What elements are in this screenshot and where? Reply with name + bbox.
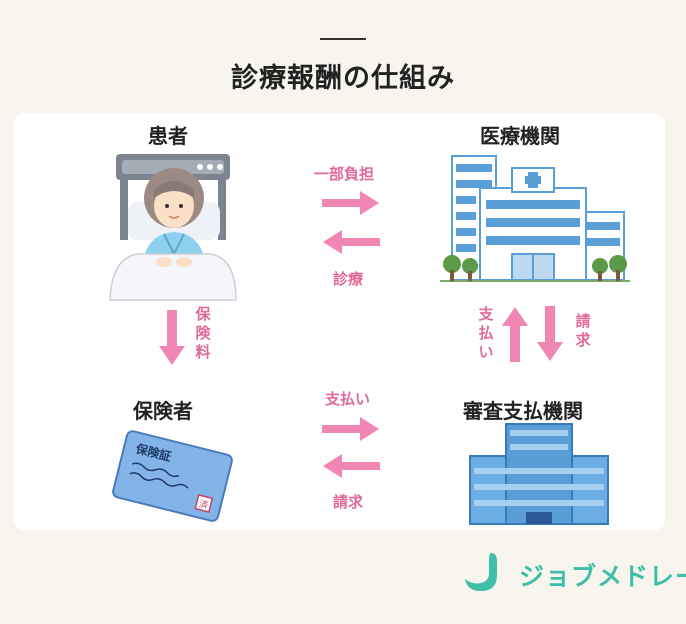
- treatment-arrow-left: [323, 230, 380, 254]
- claim-arrow-down: [537, 306, 563, 361]
- claim-arrow-left: [323, 454, 380, 478]
- claim-bottom-label: 請求: [333, 493, 364, 511]
- job-medley-logo-icon: [465, 553, 497, 591]
- copay-label: 一部負担: [314, 165, 375, 183]
- payment-arrow-up: [502, 307, 528, 362]
- stamp-text: 済: [198, 498, 210, 512]
- premium-label: 保険料: [195, 305, 211, 361]
- payment-arrow-right: [322, 417, 379, 441]
- insurance-card-icon: 保険証 済: [112, 430, 233, 522]
- insurer-label: 保険者: [133, 399, 193, 423]
- title-decoration-line: [320, 38, 366, 40]
- patient-label: 患者: [148, 124, 188, 148]
- page-title: 診療報酬の仕組み: [231, 63, 455, 94]
- premium-arrow-down: [159, 310, 185, 365]
- copay-arrow-right: [322, 191, 379, 215]
- treatment-label: 診療: [333, 270, 364, 288]
- job-medley-logo[interactable]: ジョブメドレー: [463, 551, 686, 595]
- job-medley-logo-text: ジョブメドレー: [519, 562, 686, 591]
- payment-bottom-label: 支払い: [325, 390, 371, 408]
- patient-in-bed-illustration: [109, 154, 237, 301]
- review-payment-org-label: 審査支払機関: [463, 399, 583, 423]
- payment-to-medical-label: 支払い: [478, 305, 494, 361]
- office-building-icon: [469, 423, 609, 525]
- hospital-icon: [440, 155, 630, 282]
- claim-to-review-label: 請求: [575, 312, 591, 349]
- medical-institution-label: 医療機関: [480, 124, 560, 148]
